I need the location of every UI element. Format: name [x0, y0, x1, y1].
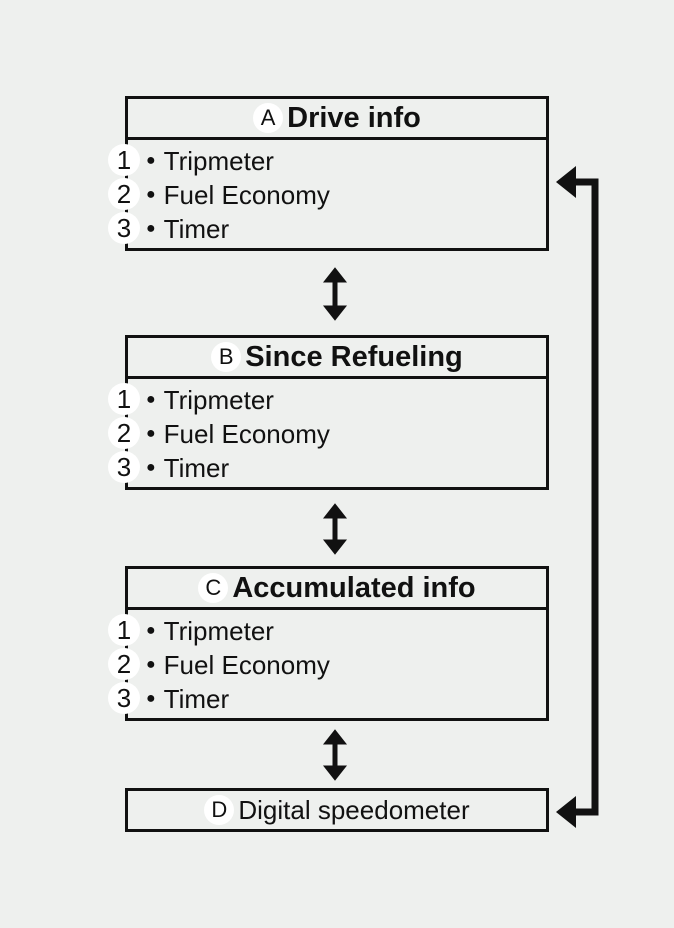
- list-item: ● Timer: [146, 451, 229, 485]
- item-label: Fuel Economy: [163, 649, 330, 680]
- number-badge: 2: [108, 648, 140, 680]
- badge-c: C: [198, 573, 229, 603]
- number-badge: 2: [108, 178, 140, 210]
- item-list: 1 2 3 ● Tripmeter ● Fuel Economy ● Timer: [108, 379, 546, 487]
- item-label: Fuel Economy: [163, 179, 330, 210]
- number-badge: 1: [108, 144, 140, 176]
- list-item: ● Tripmeter: [146, 144, 274, 178]
- panel-accumulated-info: C Accumulated info 1 2 3 ● Tripmeter ● Fue…: [108, 566, 549, 721]
- item-label: Timer: [163, 452, 230, 483]
- list-item: ● Timer: [146, 212, 229, 246]
- panel-digital-speedometer: D Digital speedometer: [125, 788, 549, 832]
- panel-since-refueling: B Since Refueling 1 2 3 ● Tripmeter ● Fuel…: [108, 335, 549, 490]
- bullet: ●: [146, 152, 156, 169]
- return-arrow-icon: [556, 166, 599, 828]
- number-badge: 1: [108, 383, 140, 415]
- item-label: Fuel Economy: [163, 418, 330, 449]
- bullet: ●: [146, 459, 156, 476]
- item-label: Tripmeter: [163, 615, 274, 646]
- panel-header: C Accumulated info: [128, 569, 546, 610]
- number-badge: 3: [108, 682, 140, 714]
- bullet: ●: [146, 622, 156, 639]
- number-badge: 3: [108, 451, 140, 483]
- item-label: Timer: [163, 683, 230, 714]
- bullet: ●: [146, 391, 156, 408]
- double-arrow-icon: [322, 503, 348, 555]
- item-list: 1 2 3 ● Tripmeter ● Fuel Economy ● Timer: [108, 140, 546, 248]
- panel-header: A Drive info: [128, 99, 546, 140]
- list-item: ● Tripmeter: [146, 383, 274, 417]
- bullet: ●: [146, 220, 156, 237]
- badge-d: D: [204, 795, 235, 825]
- item-list: 1 2 3 ● Tripmeter ● Fuel Economy ● Timer: [108, 610, 546, 718]
- bullet: ●: [146, 656, 156, 673]
- list-item: ● Fuel Economy: [146, 648, 330, 682]
- item-label: Timer: [163, 213, 230, 244]
- double-arrow-icon: [322, 729, 348, 781]
- list-item: ● Fuel Economy: [146, 417, 330, 451]
- number-badge: 3: [108, 212, 140, 244]
- speedometer-label: Digital speedometer: [238, 794, 470, 825]
- list-item: ● Tripmeter: [146, 614, 274, 648]
- number-badge: 2: [108, 417, 140, 449]
- panel-title: Drive info: [287, 101, 421, 134]
- badge-a: A: [253, 103, 284, 133]
- panel-header: B Since Refueling: [128, 338, 546, 379]
- panel-title: Since Refueling: [245, 340, 463, 373]
- item-label: Tripmeter: [163, 145, 274, 176]
- bullet: ●: [146, 186, 156, 203]
- panel-title: Accumulated info: [232, 571, 476, 604]
- bullet: ●: [146, 690, 156, 707]
- list-item: ● Fuel Economy: [146, 178, 330, 212]
- double-arrow-icon: [322, 267, 348, 321]
- number-badge: 1: [108, 614, 140, 646]
- list-item: ● Timer: [146, 682, 229, 716]
- bullet: ●: [146, 425, 156, 442]
- panel-drive-info: A Drive info 1 2 3 ● Tripmeter ● Fuel Econ…: [108, 96, 549, 251]
- item-label: Tripmeter: [163, 384, 274, 415]
- badge-b: B: [211, 342, 242, 372]
